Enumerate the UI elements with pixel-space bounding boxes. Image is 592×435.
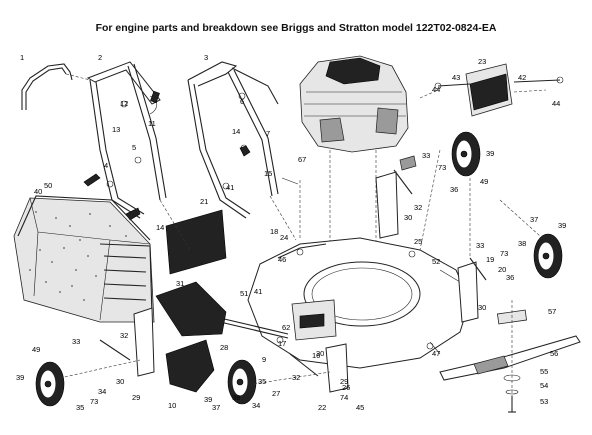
callout-74: 74: [340, 393, 348, 402]
callout-14-lower: 14: [156, 223, 164, 232]
callout-labels: 1 2 3 4 5 6 7 9 10 11 12 13 14 14 15 16 …: [16, 53, 566, 412]
wheel-front-left: [35, 361, 65, 407]
callout-30-c: 30: [478, 303, 486, 312]
mower-deck-drawing: [247, 237, 471, 369]
rear-flap-drawing: [434, 63, 564, 117]
callout-6: 6: [240, 97, 244, 106]
engine-drawing: [299, 55, 409, 250]
callout-2: 2: [98, 53, 102, 62]
wheel-front-right: [533, 233, 563, 279]
callout-62: 62: [282, 323, 290, 332]
callout-31: 31: [176, 279, 184, 288]
callout-49-a: 49: [480, 177, 488, 186]
callout-39-d: 39: [204, 395, 212, 404]
blade-assembly-drawing: [439, 300, 581, 413]
callout-16: 16: [312, 351, 320, 360]
callout-50: 50: [44, 181, 52, 190]
callout-73-b: 73: [500, 249, 508, 258]
callout-27: 27: [272, 389, 280, 398]
callout-39-b: 39: [558, 221, 566, 230]
callout-35-a: 35: [76, 403, 84, 412]
callout-9: 9: [262, 355, 266, 364]
callout-13: 13: [112, 125, 120, 134]
callout-14-upper: 14: [232, 127, 240, 136]
callout-41-a: 41: [226, 183, 234, 192]
callout-24: 24: [280, 233, 288, 242]
callout-35-b: 35: [258, 377, 266, 386]
callout-23: 23: [478, 57, 486, 66]
callout-32-b: 32: [414, 203, 422, 212]
callout-38-b: 38: [232, 393, 240, 402]
wheel-rear-right: [451, 131, 481, 177]
callout-29-right: 29: [340, 377, 348, 386]
callout-1: 1: [20, 53, 24, 62]
upper-handle-drawing: [21, 61, 299, 221]
callout-11: 11: [148, 119, 156, 128]
callout-57: 57: [548, 307, 556, 316]
callout-17: 17: [278, 339, 286, 348]
callout-18: 18: [270, 227, 278, 236]
callout-39-a: 39: [486, 149, 494, 158]
callout-33-b: 33: [422, 151, 430, 160]
callout-22: 22: [318, 403, 326, 412]
callout-51: 51: [240, 289, 248, 298]
callout-67: 67: [298, 155, 306, 164]
callout-5: 5: [132, 143, 136, 152]
callout-28: 28: [220, 343, 228, 352]
callout-73-a: 73: [438, 163, 446, 172]
callout-49-b: 49: [32, 345, 40, 354]
callout-34-b: 34: [252, 401, 260, 410]
callout-34-a: 34: [98, 387, 106, 396]
callout-37-a: 37: [530, 215, 538, 224]
assembly-guide-lines: [59, 73, 547, 385]
callout-15: 15: [264, 169, 272, 178]
callout-54: 54: [540, 381, 548, 390]
callout-46: 46: [278, 255, 286, 264]
callout-4: 4: [104, 161, 108, 170]
callout-30-d: 30: [316, 349, 324, 358]
callout-52: 52: [432, 257, 440, 266]
callout-37-b: 37: [212, 403, 220, 412]
wheel-rear-left: [227, 359, 257, 405]
callout-53: 53: [540, 397, 548, 406]
callout-39-c: 39: [16, 373, 24, 382]
callout-33-c: 33: [476, 241, 484, 250]
callout-44-a: 44: [432, 85, 440, 94]
callout-38-a: 38: [518, 239, 526, 248]
callout-42: 42: [518, 73, 526, 82]
callout-44-b: 44: [552, 99, 560, 108]
callout-20: 20: [498, 265, 506, 274]
callout-29-left: 29: [132, 393, 140, 402]
callout-45: 45: [356, 403, 364, 412]
callout-30-a: 30: [116, 377, 124, 386]
callout-12: 12: [120, 99, 128, 108]
callout-36-b: 36: [506, 273, 514, 282]
callout-43: 43: [452, 73, 460, 82]
adjuster-brackets-drawing: [99, 155, 487, 393]
callout-32-a: 32: [120, 331, 128, 340]
grass-bag-drawing: [13, 195, 155, 323]
callout-26: 26: [342, 383, 350, 392]
callout-19: 19: [486, 255, 494, 264]
callout-30-b: 30: [404, 213, 412, 222]
callout-33-a: 33: [72, 337, 80, 346]
callout-73-c: 73: [90, 397, 98, 406]
callout-10: 10: [168, 401, 176, 410]
callout-3: 3: [204, 53, 208, 62]
callout-41-b: 41: [254, 287, 262, 296]
callout-32-c: 32: [292, 373, 300, 382]
callout-21: 21: [200, 197, 208, 206]
callout-55: 55: [540, 367, 548, 376]
callout-47: 47: [432, 349, 440, 358]
callout-40: 40: [34, 187, 42, 196]
callout-25: 25: [414, 237, 422, 246]
diagram-title: For engine parts and breakdown see Brigg…: [95, 22, 497, 34]
callout-7: 7: [266, 129, 270, 138]
callout-56: 56: [550, 349, 558, 358]
callout-36-a: 36: [450, 185, 458, 194]
